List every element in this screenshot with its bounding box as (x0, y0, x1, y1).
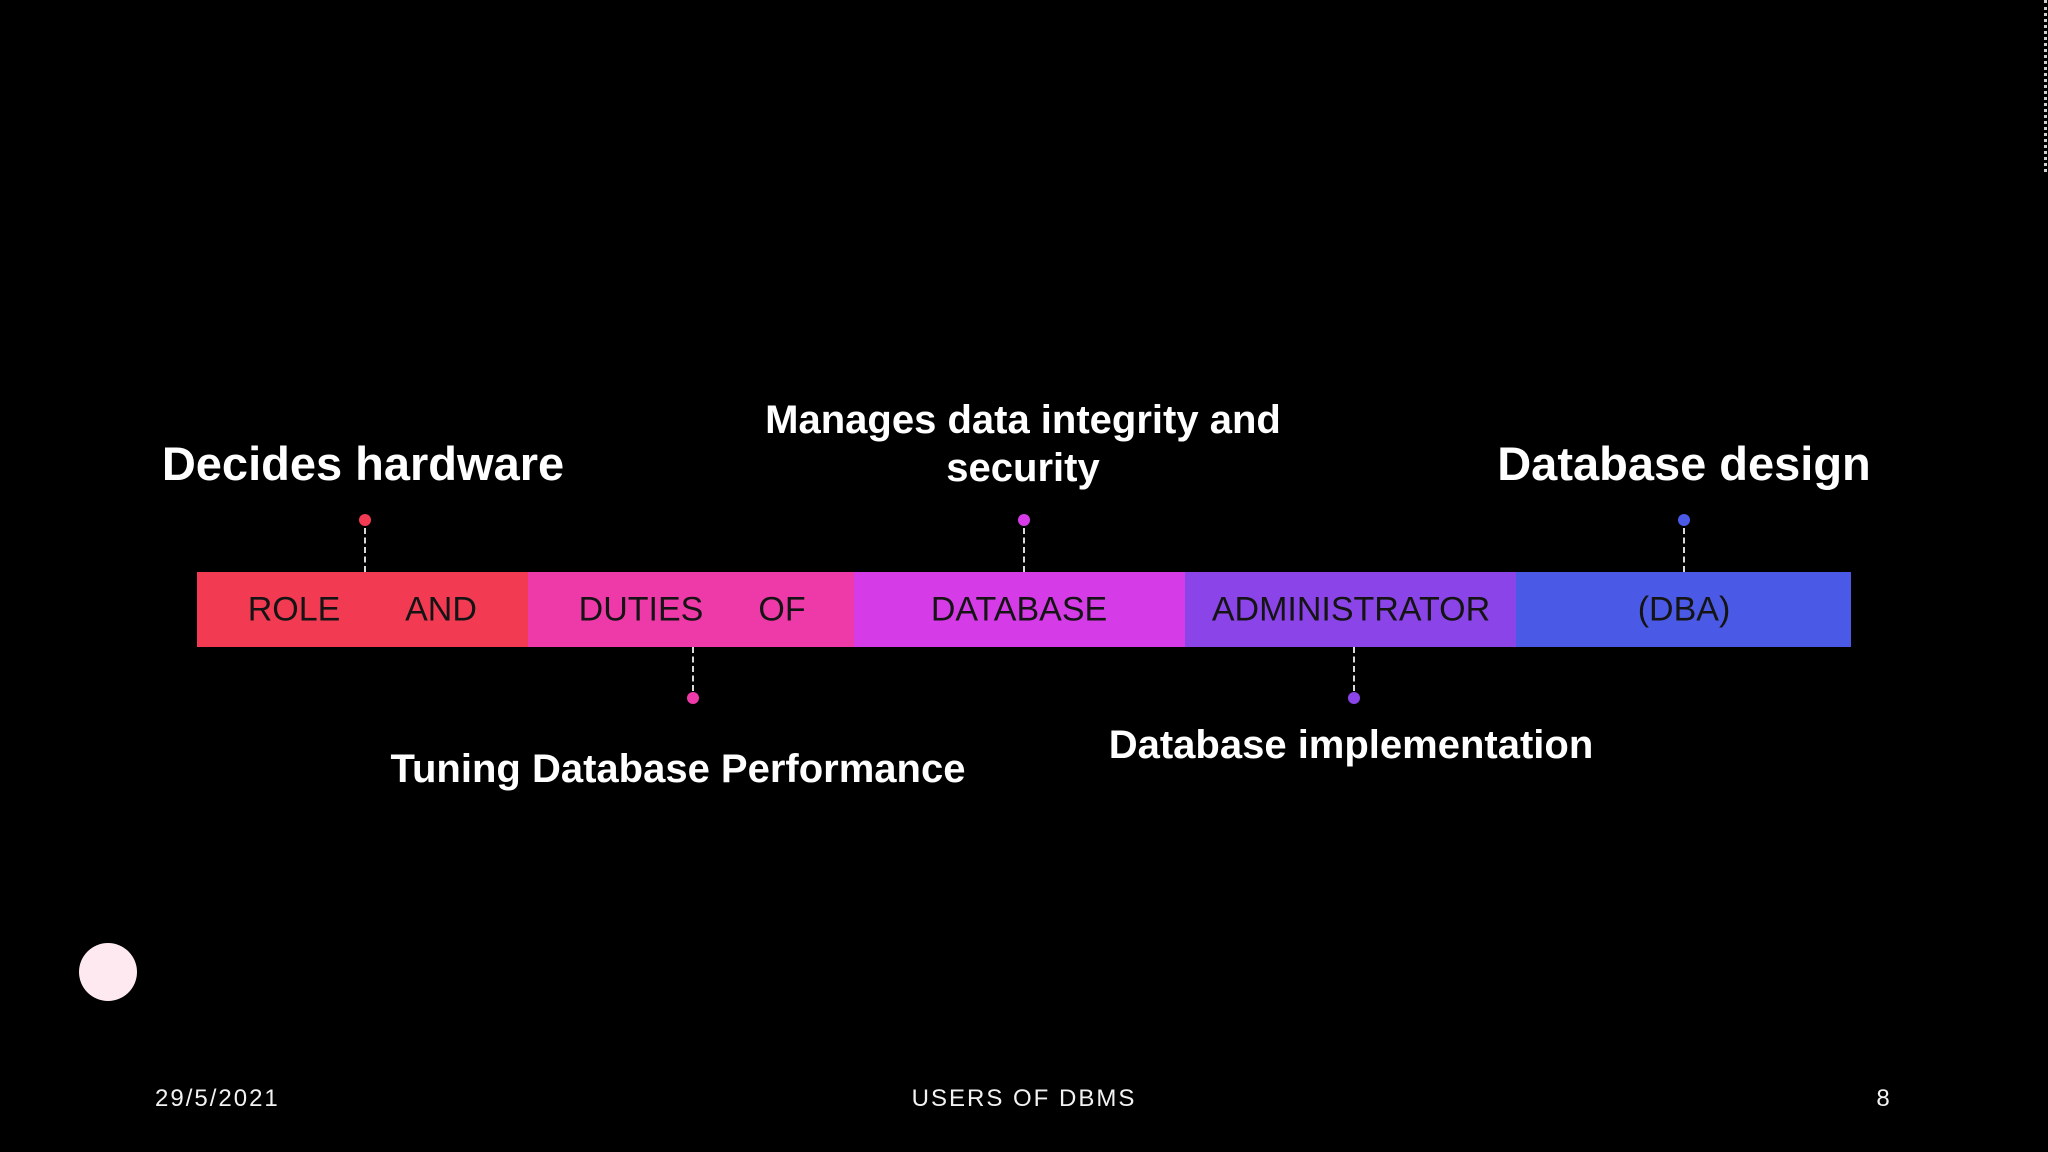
caption-design: Database design (1497, 437, 1871, 490)
timeline-segment-administrator: ADMINISTRATOR (1185, 572, 1516, 647)
timeline-bar: ROLE AND DUTIES OF DATABASE ADMINISTRATO… (197, 572, 1851, 647)
decorative-dotted-line (2044, 0, 2047, 172)
timeline-marker-stem (692, 647, 694, 691)
timeline-word-role: ROLE (247, 590, 341, 628)
timeline-marker-stem (1353, 647, 1355, 691)
timeline-word-database: DATABASE (930, 590, 1108, 628)
timeline-marker-dot (1018, 514, 1030, 526)
timeline-segment-database: DATABASE (854, 572, 1185, 647)
timeline-word-administrator: ADMINISTRATOR (1211, 590, 1491, 628)
caption-data-integrity-line2: security (946, 446, 1100, 490)
timeline-word-and: AND (405, 590, 477, 628)
timeline-marker-dot (687, 692, 699, 704)
caption-decides-hardware: Decides hardware (161, 437, 565, 490)
timeline-word-dba: (DBA) (1637, 590, 1731, 628)
timeline-marker-stem (1683, 528, 1685, 572)
decorative-circle (79, 943, 137, 1001)
timeline-segment-duties-of: DUTIES OF (528, 572, 854, 647)
caption-tuning-performance: Tuning Database Performance (390, 747, 966, 791)
timeline-marker-dot (1678, 514, 1690, 526)
footer-page-number: 8 (1876, 1085, 1890, 1112)
timeline-word-duties: DUTIES (578, 590, 704, 628)
timeline-word-of: OF (758, 590, 806, 628)
caption-data-integrity: Manages data integrity and security (765, 396, 1281, 492)
timeline-marker-stem (364, 528, 366, 572)
caption-data-integrity-line1: Manages data integrity and (765, 398, 1281, 442)
timeline-marker-dot (1348, 692, 1360, 704)
timeline-marker-stem (1023, 528, 1025, 572)
timeline-marker-dot (359, 514, 371, 526)
timeline-segment-role-and: ROLE AND (197, 572, 528, 647)
footer-title: USERS OF DBMS (911, 1085, 1137, 1112)
caption-implementation: Database implementation (1108, 723, 1594, 767)
footer-date: 29/5/2021 (155, 1085, 280, 1112)
timeline-segment-dba: (DBA) (1516, 572, 1851, 647)
